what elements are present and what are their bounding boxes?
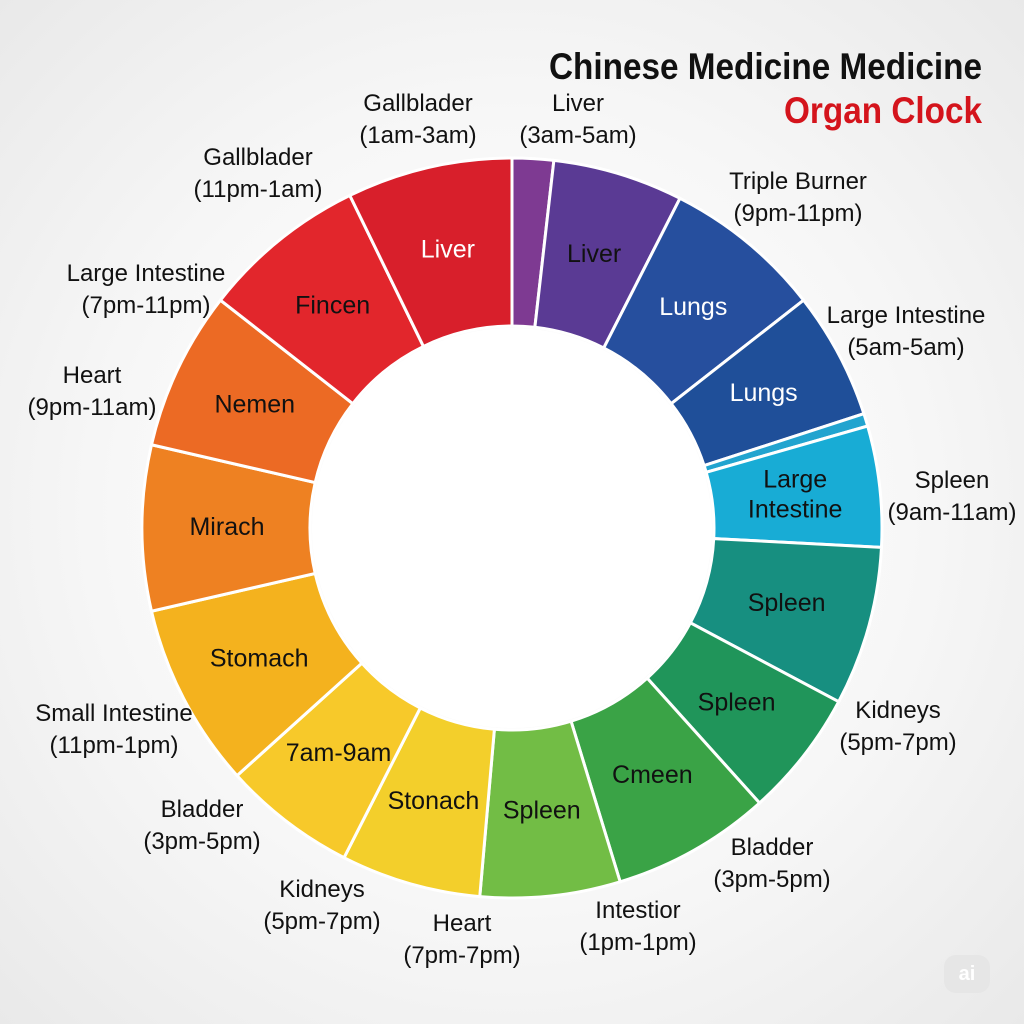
wheel-segment — [347, 156, 514, 349]
outer-label-name: Large Intestine — [66, 260, 226, 287]
outer-label: Small Intestine (11pm-1pm) — [35, 698, 192, 762]
outer-label-name: Heart — [432, 910, 492, 937]
outer-label-time: (1am-3am) — [359, 122, 477, 149]
segment-label: Stonach — [388, 787, 480, 815]
outer-label-name: Bladder — [730, 834, 814, 861]
ai-badge: ai — [944, 955, 990, 993]
outer-label: Kidneys (5pm-7pm) — [263, 874, 380, 938]
outer-label-name: Triple Burner — [729, 168, 867, 195]
outer-label-time: (9am-11am) — [887, 499, 1017, 526]
outer-label: Gallblader (11pm-1am) — [194, 142, 323, 206]
segment-label: Spleen — [698, 688, 776, 716]
segment-label: Stomach — [210, 644, 309, 672]
segment-label: 7am-9am — [286, 739, 392, 767]
outer-label: Heart (9pm-11am) — [28, 360, 157, 424]
outer-label-time: (5am-5am) — [847, 334, 965, 361]
outer-label-time: (7pm-7pm) — [403, 942, 521, 969]
wheel-center — [312, 328, 712, 728]
outer-label-time: (5pm-7pm) — [263, 908, 381, 935]
outer-label: Large Intestine (5am-5am) — [827, 300, 986, 364]
segment-label: Nemen — [214, 390, 295, 418]
outer-label-time: (9pm-11pm) — [733, 200, 863, 227]
outer-label-time: (5pm-7pm) — [839, 729, 957, 756]
title-line-1: Chinese Medicine Medicine — [548, 46, 982, 87]
segment-label: Cmeen — [612, 761, 693, 789]
outer-label-name: Intestior — [595, 897, 681, 924]
outer-label: Triple Burner (9pm-11pm) — [729, 166, 867, 230]
outer-label-time: (1pm-1pm) — [579, 929, 697, 956]
title-line-2: Organ Clock — [784, 90, 982, 131]
outer-label-time: (7pm-11pm) — [81, 292, 211, 319]
outer-label: Liver (3am-5am) — [519, 88, 636, 152]
outer-label-name: Kidneys — [279, 876, 365, 903]
outer-label-time: (9pm-11am) — [27, 394, 157, 421]
outer-label: Spleen (9am-11am) — [888, 465, 1017, 529]
outer-label-name: Bladder — [160, 796, 244, 823]
outer-label-name: Spleen — [914, 467, 990, 494]
outer-label-name: Kidneys — [855, 697, 941, 724]
outer-label: Bladder (3pm-5pm) — [143, 794, 260, 858]
segment-label: Fincen — [295, 291, 370, 319]
outer-label-name: Gallblader — [363, 90, 473, 117]
outer-label-name: Small Intestine — [35, 700, 193, 727]
outer-label-name: Heart — [62, 362, 122, 389]
outer-label: Heart (7pm-7pm) — [403, 908, 520, 972]
segment-label: Mirach — [189, 513, 264, 541]
outer-label-time: (11pm-1am) — [193, 176, 323, 203]
outer-label-name: Gallblader — [203, 144, 313, 171]
segment-label: Liver — [567, 240, 621, 268]
outer-label-name: Liver — [551, 90, 605, 117]
outer-label-time: (3pm-5pm) — [143, 828, 261, 855]
segment-label: Spleen — [748, 589, 826, 617]
title-block: Chinese Medicine Medicine Organ Clock — [462, 44, 982, 132]
outer-label: Bladder (3pm-5pm) — [713, 832, 830, 896]
segment-label: Lungs — [659, 293, 727, 321]
outer-label: Gallblader (1am-3am) — [359, 88, 476, 152]
outer-label-time: (3am-5am) — [519, 122, 637, 149]
outer-label: Intestior (1pm-1pm) — [579, 895, 696, 959]
outer-label-time: (3pm-5pm) — [713, 866, 831, 893]
outer-label: Large Intestine (7pm-11pm) — [67, 258, 226, 322]
segment-label: Spleen — [503, 796, 581, 824]
segment-label: Lungs — [730, 379, 798, 407]
segment-label: Liver — [421, 235, 475, 263]
outer-label-time: (11pm-1pm) — [49, 732, 179, 759]
outer-label: Kidneys (5pm-7pm) — [839, 695, 956, 759]
outer-label-name: Large Intestine — [826, 302, 986, 329]
